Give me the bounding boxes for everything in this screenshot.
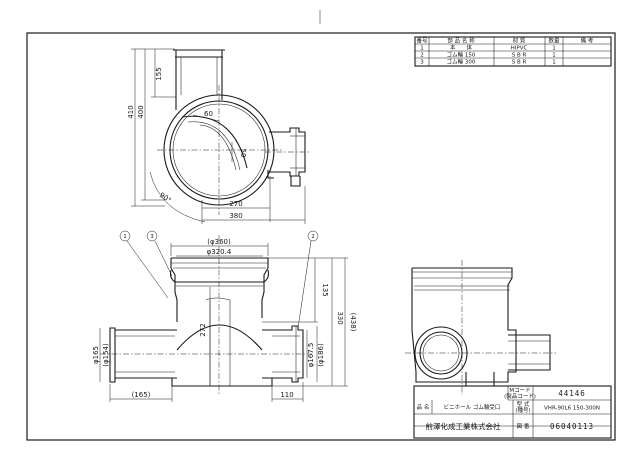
parts-header-remarks: 備 考 <box>581 37 594 45</box>
model-label-1: 型 式 <box>517 400 530 408</box>
dim-270: 270 <box>229 200 242 208</box>
dim-400: 400 <box>137 105 145 118</box>
dim-165-width: (165) <box>132 391 151 399</box>
model-label-2: (種号) <box>515 406 530 414</box>
parts-row-qty: 1 <box>552 46 556 52</box>
dim-phi-1675: φ167.5 <box>307 343 315 368</box>
parts-header-qty: 数量 <box>548 37 560 45</box>
parts-row-name: 本 体 <box>450 44 473 52</box>
parts-row-name: ゴム輪 150 <box>447 51 476 59</box>
parts-header-material: 材 質 <box>513 37 526 45</box>
name-label: 品 名 <box>417 403 430 411</box>
drawing-no-label: 図 番 <box>517 423 530 430</box>
dim-272: 272 <box>199 323 207 336</box>
dim-phi-165: φ165 <box>92 346 100 364</box>
side-view <box>405 260 556 395</box>
parts-row-material: S B R <box>512 53 527 59</box>
dim-110: 110 <box>280 391 293 399</box>
dim-phi-154: (φ154) <box>102 343 110 367</box>
dim-50: 50 <box>239 149 247 158</box>
dim-phi-320: φ320.4 <box>207 248 232 256</box>
front-view: 1 3 2 (φ360) φ320.4 135 330 (438) 272 φ1… <box>92 230 357 402</box>
model-value: VHR-90L6 150-300N <box>544 406 600 412</box>
parts-row-qty: 1 <box>552 53 556 59</box>
m-code-label-2: (製品コード) <box>504 392 536 400</box>
top-view: 410 400 155 60 50 90° 270 380 <box>127 48 310 224</box>
parts-row-name: ゴム輪 300 <box>447 58 476 66</box>
dim-380: 380 <box>229 212 242 220</box>
parts-row-material: S B R <box>512 60 527 66</box>
balloon-3: 3 <box>150 234 154 240</box>
name-value: ビニホール ゴム輪受口 <box>444 403 501 411</box>
dim-330: 330 <box>336 311 344 324</box>
dim-438: (438) <box>349 313 357 332</box>
drawing-no-value: 06040113 <box>550 422 594 431</box>
parts-header-no: 番号 <box>416 38 428 45</box>
dim-angle-90: 90° <box>158 191 173 205</box>
parts-header-name: 部 品 名 称 <box>447 37 475 45</box>
parts-row-qty: 1 <box>552 60 556 66</box>
drawing-frame <box>26 32 616 441</box>
parts-row-material: HIPVC <box>511 46 528 52</box>
dim-135: 135 <box>321 283 329 296</box>
balloon-1: 1 <box>123 234 127 240</box>
dim-60: 60 <box>204 110 213 118</box>
company-name: 前澤化成工業株式会社 <box>426 421 501 431</box>
m-code-value: 44146 <box>558 389 586 398</box>
dim-phi-360: (φ360) <box>207 238 231 246</box>
parts-row-no: 3 <box>420 60 424 66</box>
dim-155: 155 <box>155 67 163 80</box>
m-code-label-1: Mコード <box>509 387 530 394</box>
parts-row-no: 2 <box>420 53 424 59</box>
dim-410: 410 <box>127 105 135 118</box>
parts-table: 番号 部 品 名 称 材 質 数量 備 考 1 本 体 HIPVC 1 2 ゴム… <box>414 36 612 67</box>
dim-phi-186: (φ186) <box>317 343 325 367</box>
title-block: Mコード (製品コード) 44146 品 名 ビニホール ゴム輪受口 型 式 (… <box>413 385 612 439</box>
parts-row-no: 1 <box>420 46 424 52</box>
balloon-2: 2 <box>311 234 315 240</box>
